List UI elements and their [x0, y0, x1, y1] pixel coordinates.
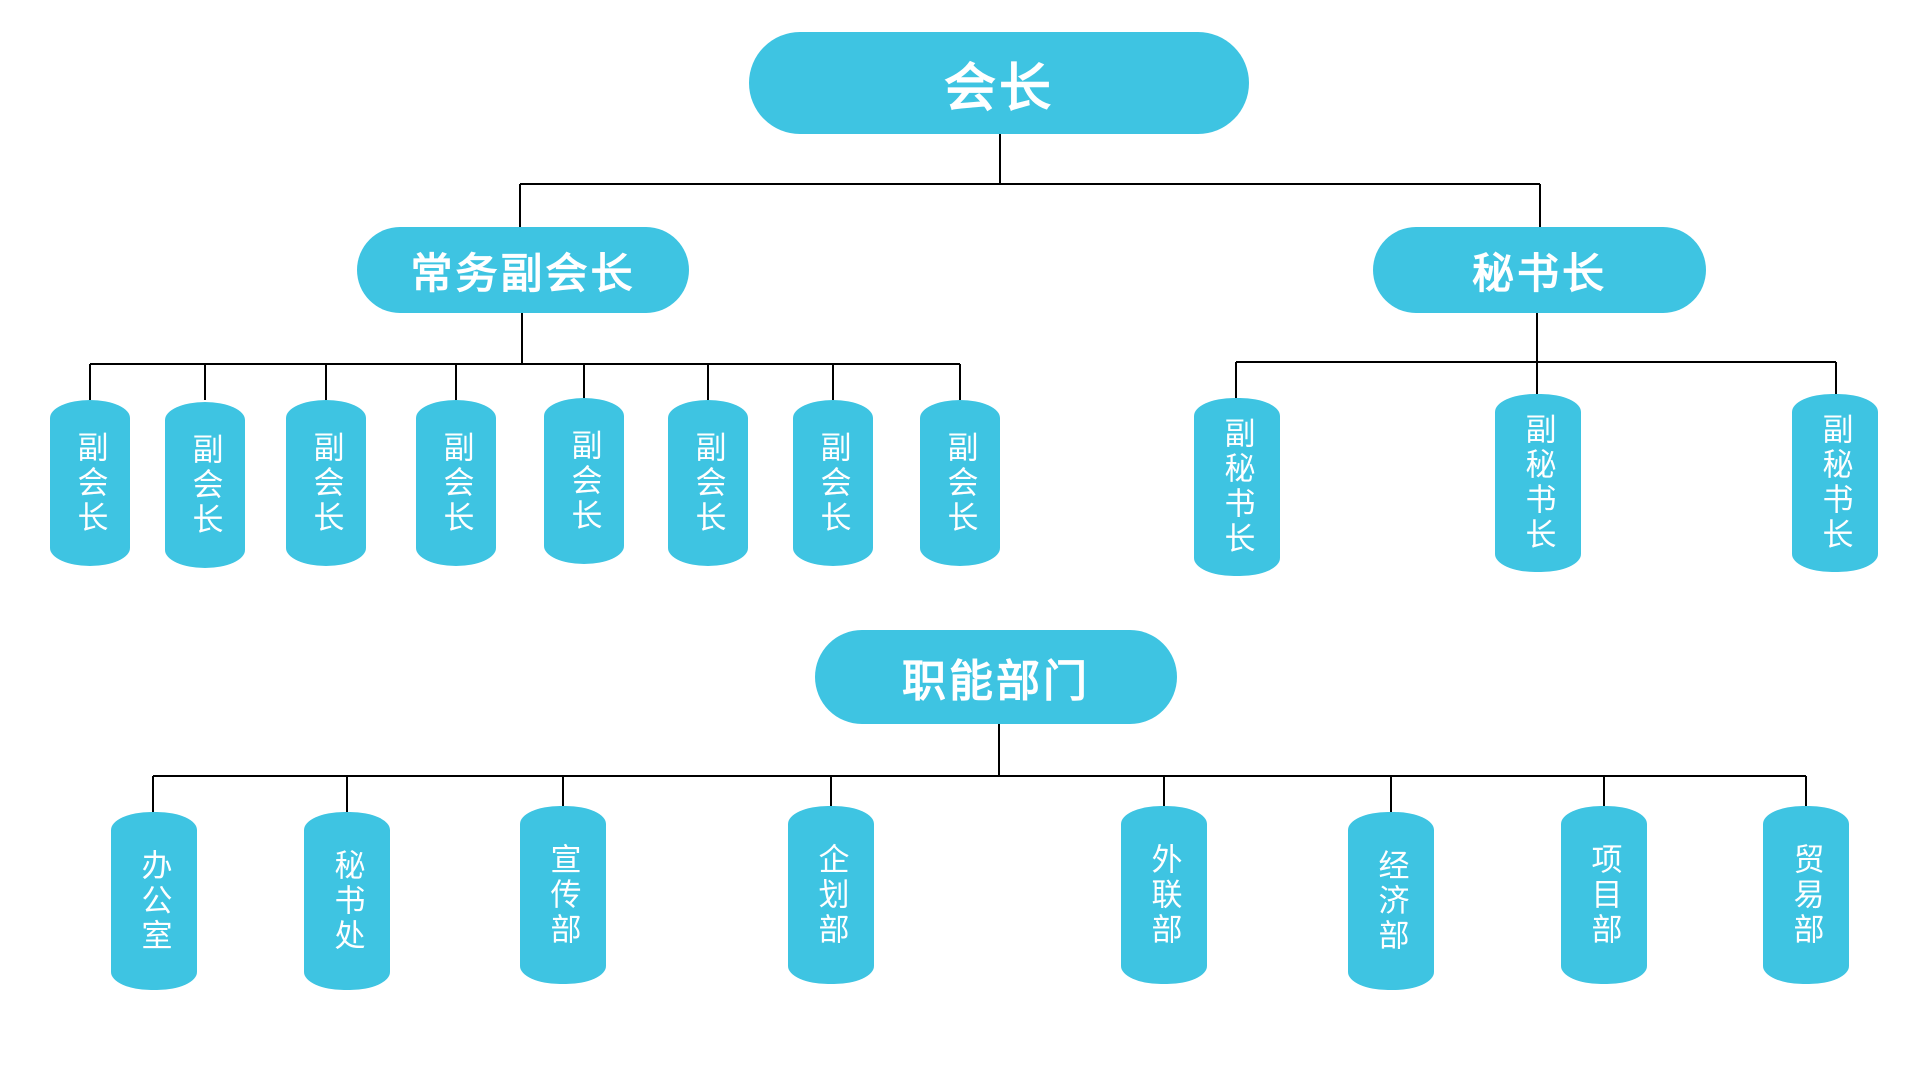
vice-president-node: 副会长 — [50, 400, 130, 566]
secretary-general-label: 秘书长 — [1471, 248, 1607, 298]
deputy-secretary-node: 副秘书长 — [1495, 394, 1581, 572]
deputy-secretary-label: 副秘书长 — [1519, 413, 1556, 553]
vice-president-label: 副会长 — [186, 432, 223, 538]
vice-president-label: 副会长 — [307, 430, 344, 536]
deputy-secretary-node: 副秘书长 — [1792, 394, 1878, 572]
department-node: 宣传部 — [520, 806, 606, 984]
vice-president-node: 副会长 — [286, 400, 366, 566]
department-label: 项目部 — [1585, 842, 1622, 948]
department-node: 项目部 — [1561, 806, 1647, 984]
department-node: 企划部 — [788, 806, 874, 984]
vice-president-label: 副会长 — [814, 430, 851, 536]
department-label: 经济部 — [1372, 848, 1409, 954]
vice-president-node: 副会长 — [416, 400, 496, 566]
department-label: 贸易部 — [1787, 842, 1824, 948]
deputy-secretary-node: 副秘书长 — [1194, 398, 1280, 576]
department-label: 办公室 — [135, 848, 172, 954]
vice-president-node: 副会长 — [544, 398, 624, 564]
department-label: 企划部 — [812, 842, 849, 948]
deputy-secretary-label: 副秘书长 — [1816, 413, 1853, 553]
president-node: 会长 — [749, 32, 1249, 134]
secretary-general-node: 秘书长 — [1373, 227, 1706, 313]
vice-president-node: 副会长 — [793, 400, 873, 566]
department-label: 宣传部 — [544, 842, 581, 948]
vice-president-label: 副会长 — [437, 430, 474, 536]
executive-vp-node: 常务副会长 — [357, 227, 689, 313]
vice-president-label: 副会长 — [71, 430, 108, 536]
department-node: 外联部 — [1121, 806, 1207, 984]
deputy-secretary-label: 副秘书长 — [1218, 417, 1255, 557]
vice-president-label: 副会长 — [565, 428, 602, 534]
department-label: 外联部 — [1145, 842, 1182, 948]
vice-president-node: 副会长 — [920, 400, 1000, 566]
vice-president-node: 副会长 — [668, 400, 748, 566]
vice-president-node: 副会长 — [165, 402, 245, 568]
functional-departments-label: 职能部门 — [902, 656, 1090, 707]
president-label: 会长 — [943, 58, 1054, 119]
functional-departments-node: 职能部门 — [815, 630, 1177, 724]
department-node: 经济部 — [1348, 812, 1434, 990]
vice-president-label: 副会长 — [689, 430, 726, 536]
executive-vp-label: 常务副会长 — [410, 248, 636, 298]
department-label: 秘书处 — [328, 848, 365, 954]
department-node: 办公室 — [111, 812, 197, 990]
department-node: 秘书处 — [304, 812, 390, 990]
vice-president-label: 副会长 — [941, 430, 978, 536]
department-node: 贸易部 — [1763, 806, 1849, 984]
